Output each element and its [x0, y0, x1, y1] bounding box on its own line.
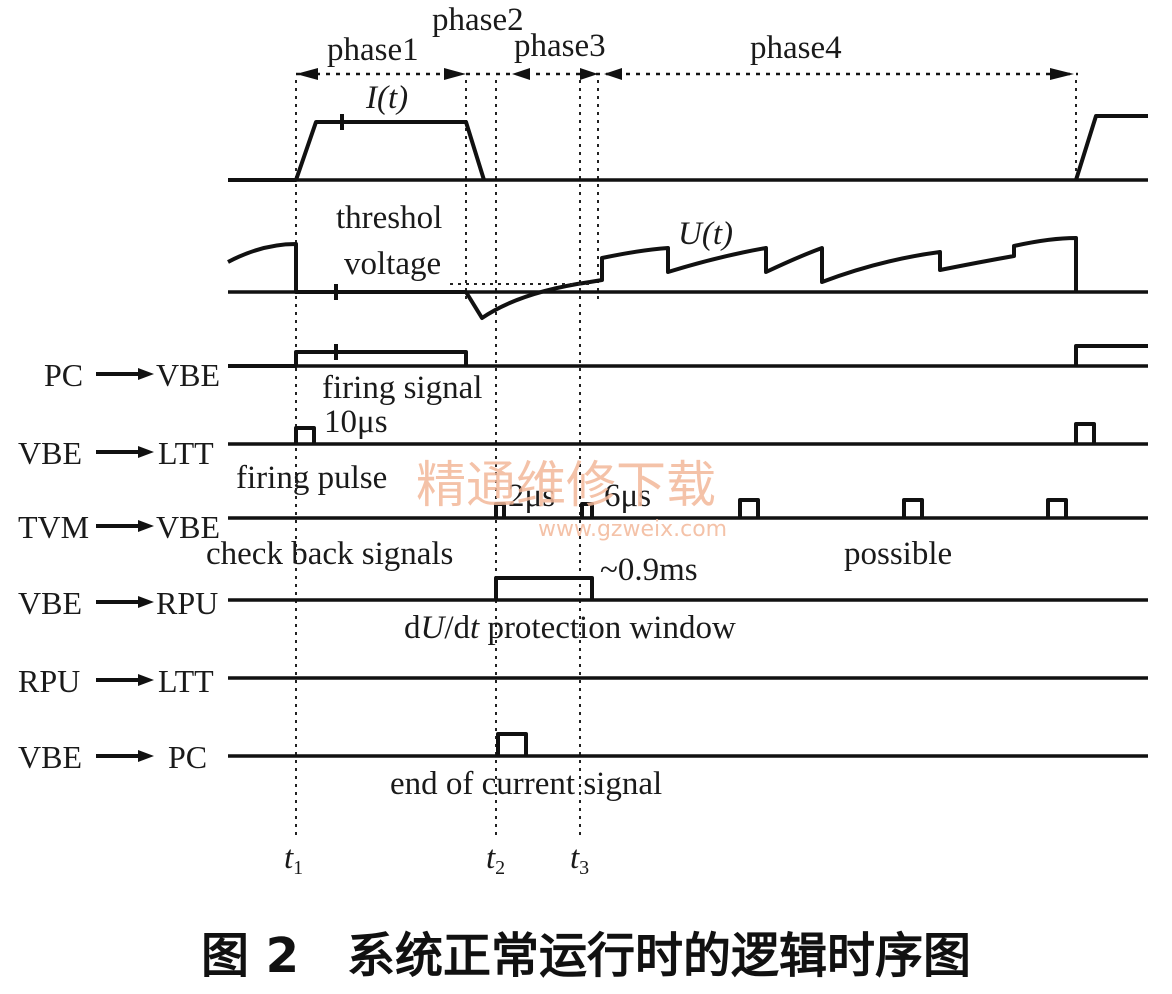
row-vbe-ltt-pulse-2 — [1074, 422, 1096, 444]
row-vbe-ltt: VBE LTT 10μs firing pulse — [18, 404, 1148, 496]
voltage-waveform: U(t) threshol voltage — [227, 200, 1148, 320]
delay-2us-label: 2μs — [508, 478, 555, 514]
protection-window-pulse — [494, 576, 594, 600]
voltage-trace — [227, 236, 1078, 320]
end-of-current-pulse — [496, 732, 528, 756]
end-of-current-label: end of current signal — [390, 766, 662, 802]
row-pc-vbe-to: VBE — [156, 357, 220, 393]
voltage-label: U(t) — [678, 216, 733, 252]
row-rpu-ltt-from: RPU — [18, 663, 80, 699]
phase3-right-arrow — [580, 68, 598, 80]
row-vbe-pc-from: VBE — [18, 739, 82, 775]
row-vbe-pc: VBE PC end of current signal — [18, 732, 1148, 802]
row-vbe-ltt-pulse-1 — [294, 426, 316, 444]
time-marker-lines — [295, 80, 1077, 840]
t2-label: t2 — [486, 840, 505, 879]
row-vbe-ltt-to: LTT — [158, 435, 214, 471]
phase3-label: phase3 — [514, 28, 606, 64]
row-pc-vbe-arrowhead — [138, 368, 154, 380]
firing-signal-label: firing signal — [322, 370, 482, 406]
row-rpu-ltt-to: LTT — [158, 663, 214, 699]
watermark-url: www.gzweix.com — [538, 517, 727, 542]
row-tvm-vbe-to: VBE — [156, 509, 220, 545]
row-vbe-rpu-to: RPU — [156, 585, 218, 621]
current-trace-1 — [228, 120, 486, 182]
row-pc-vbe-from: PC — [44, 357, 83, 393]
pulse-width-label: 10μs — [324, 404, 388, 440]
current-label: I(t) — [365, 80, 408, 116]
row-pc-vbe-pulse-2 — [1074, 344, 1148, 366]
row-vbe-ltt-arrowhead — [138, 446, 154, 458]
t1-label: t1 — [284, 840, 303, 879]
check-back-label: check back signals — [206, 536, 453, 572]
phase1-left-arrow — [296, 68, 318, 80]
row-tvm-vbe-arrowhead — [138, 520, 154, 532]
tvm-pulse-t3 — [580, 502, 594, 518]
watermark: 精通维修下载 www.gzweix.com — [416, 456, 727, 542]
threshold-label-line2: voltage — [344, 246, 441, 282]
row-tvm-vbe: TVM VBE 2μs 6μs check back signals possi… — [18, 478, 1148, 572]
phase-header: phase1 phase2 phase3 phase4 — [296, 2, 1078, 80]
row-pc-vbe: PC VBE firing signal — [44, 344, 1148, 406]
firing-pulse-label: firing pulse — [236, 460, 387, 496]
watermark-chinese: 精通维修下载 — [416, 456, 716, 514]
row-rpu-ltt: RPU LTT — [18, 663, 1148, 699]
threshold-label-line1: threshol — [336, 200, 442, 236]
current-waveform: I(t) — [228, 80, 1148, 182]
row-rpu-ltt-arrowhead — [138, 674, 154, 686]
phase4-label: phase4 — [750, 30, 842, 66]
row-vbe-rpu-from: VBE — [18, 585, 82, 621]
possible-label: possible — [844, 536, 952, 572]
phase1-label: phase1 — [327, 32, 419, 68]
row-vbe-pc-to: PC — [168, 739, 207, 775]
dudt-protection-label: dU/dt protection window — [404, 610, 736, 646]
phase1-right-arrow — [444, 68, 466, 80]
phase4-right-arrow — [1050, 68, 1074, 80]
row-tvm-vbe-from: TVM — [18, 509, 89, 545]
tvm-pulse-1 — [738, 498, 760, 518]
delay-6us-label: 6μs — [604, 478, 651, 514]
tvm-pulse-t2 — [494, 502, 506, 518]
window-time-label: ~0.9ms — [600, 552, 698, 588]
phase3-left-arrow — [512, 68, 530, 80]
figure-caption: 图 2 系统正常运行时的逻辑时序图 — [201, 928, 971, 984]
time-labels: t1 t2 t3 — [284, 840, 589, 879]
tvm-pulse-2 — [902, 498, 924, 518]
row-vbe-pc-arrowhead — [138, 750, 154, 762]
row-vbe-rpu-arrowhead — [138, 596, 154, 608]
phase4-left-arrow — [604, 68, 622, 80]
t3-label: t3 — [570, 840, 589, 879]
row-pc-vbe-pulse-1 — [228, 350, 468, 368]
phase2-label: phase2 — [432, 2, 524, 38]
tvm-pulse-3 — [1046, 498, 1068, 518]
current-trace-2 — [1074, 114, 1148, 181]
row-vbe-ltt-from: VBE — [18, 435, 82, 471]
row-vbe-rpu: VBE RPU ~0.9ms dU/dt protection window — [18, 552, 1148, 646]
